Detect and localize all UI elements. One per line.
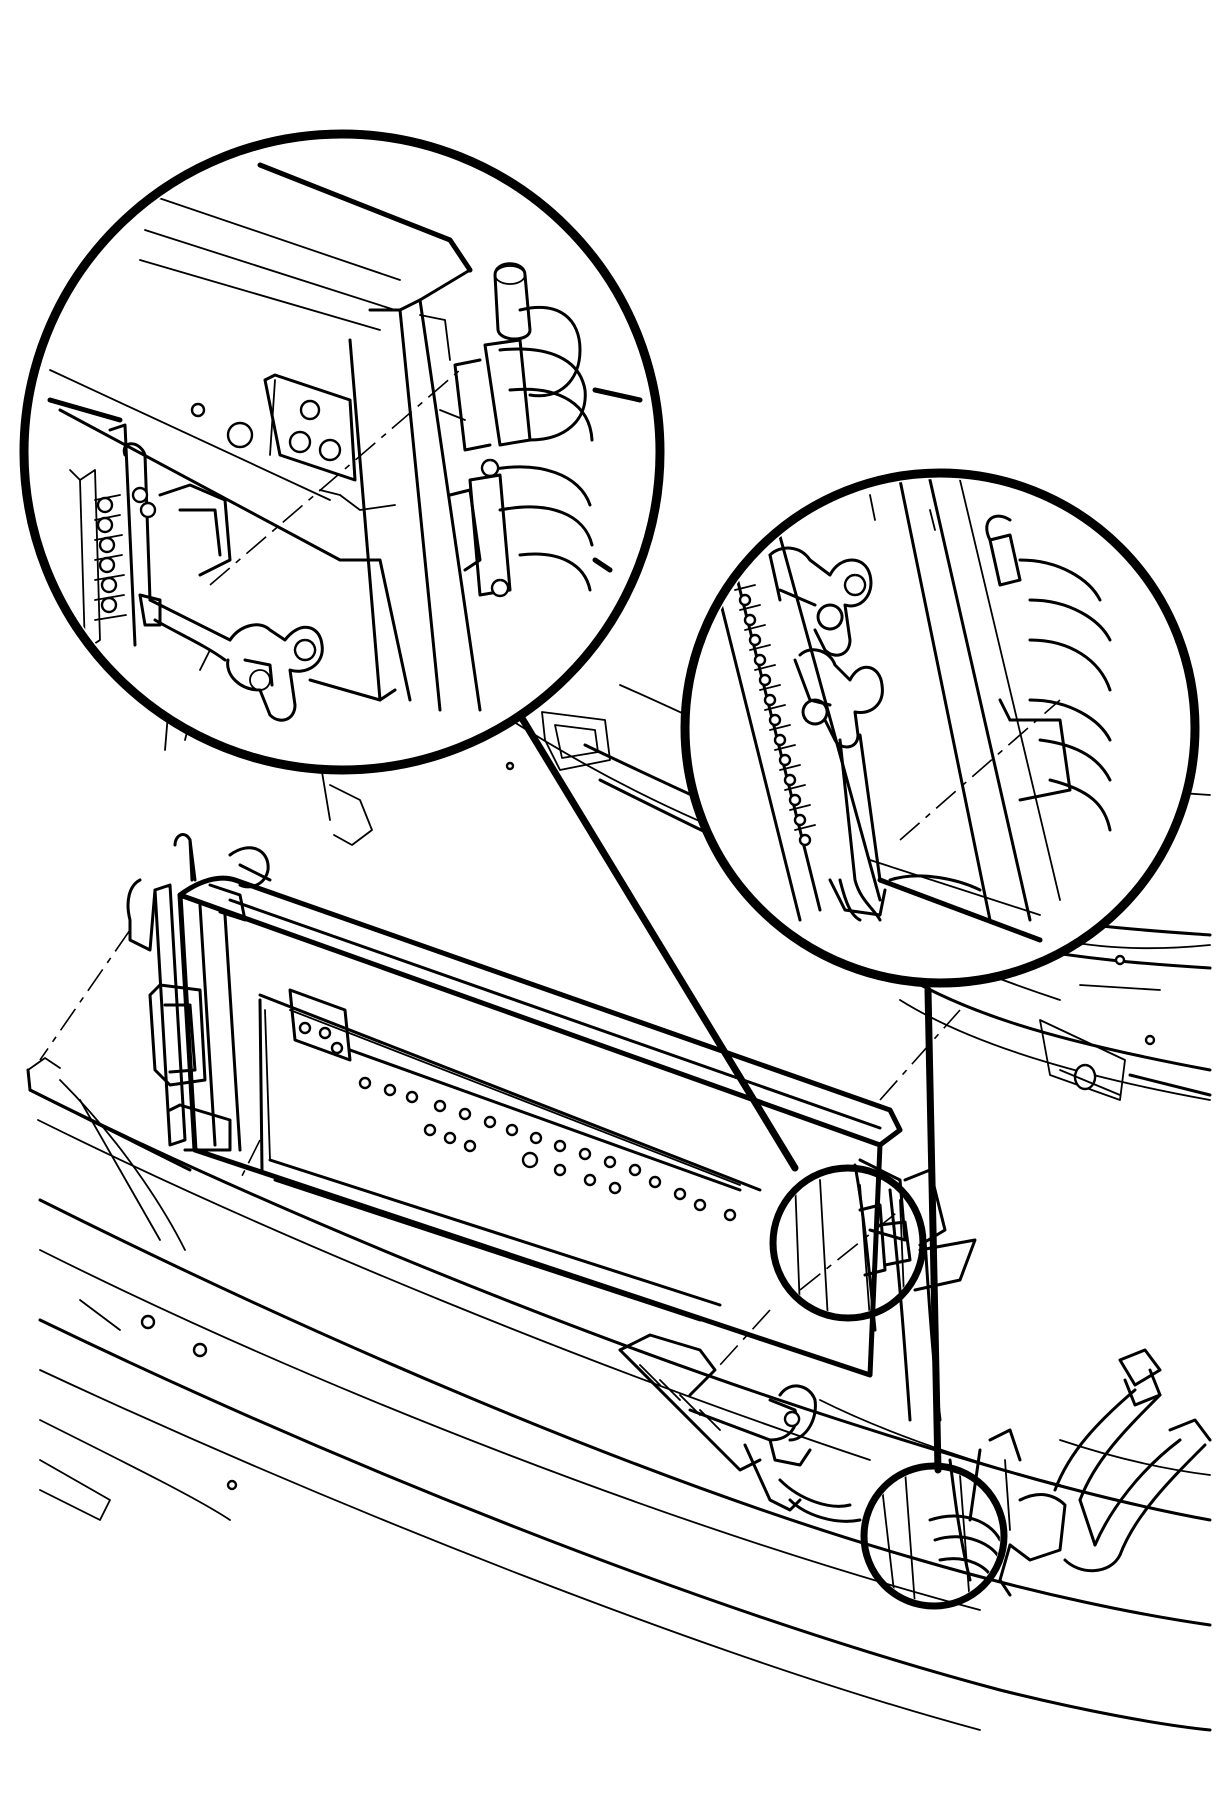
condenser-assembly bbox=[39, 833, 977, 1523]
callout-small-upper bbox=[769, 1164, 927, 1322]
mounting-holes-row bbox=[358, 1076, 737, 1222]
front-bumper-fascia bbox=[26, 1057, 1212, 1732]
detail-circle-right bbox=[680, 468, 1200, 988]
detail-circle-upper-left bbox=[19, 129, 665, 775]
fin-stack-right-detail bbox=[734, 584, 816, 847]
refrigerant-lines bbox=[948, 1348, 1212, 1597]
fin-stack-detail bbox=[69, 469, 157, 651]
callout-small-lower bbox=[860, 1462, 1008, 1610]
callout-leaders bbox=[516, 711, 942, 1474]
